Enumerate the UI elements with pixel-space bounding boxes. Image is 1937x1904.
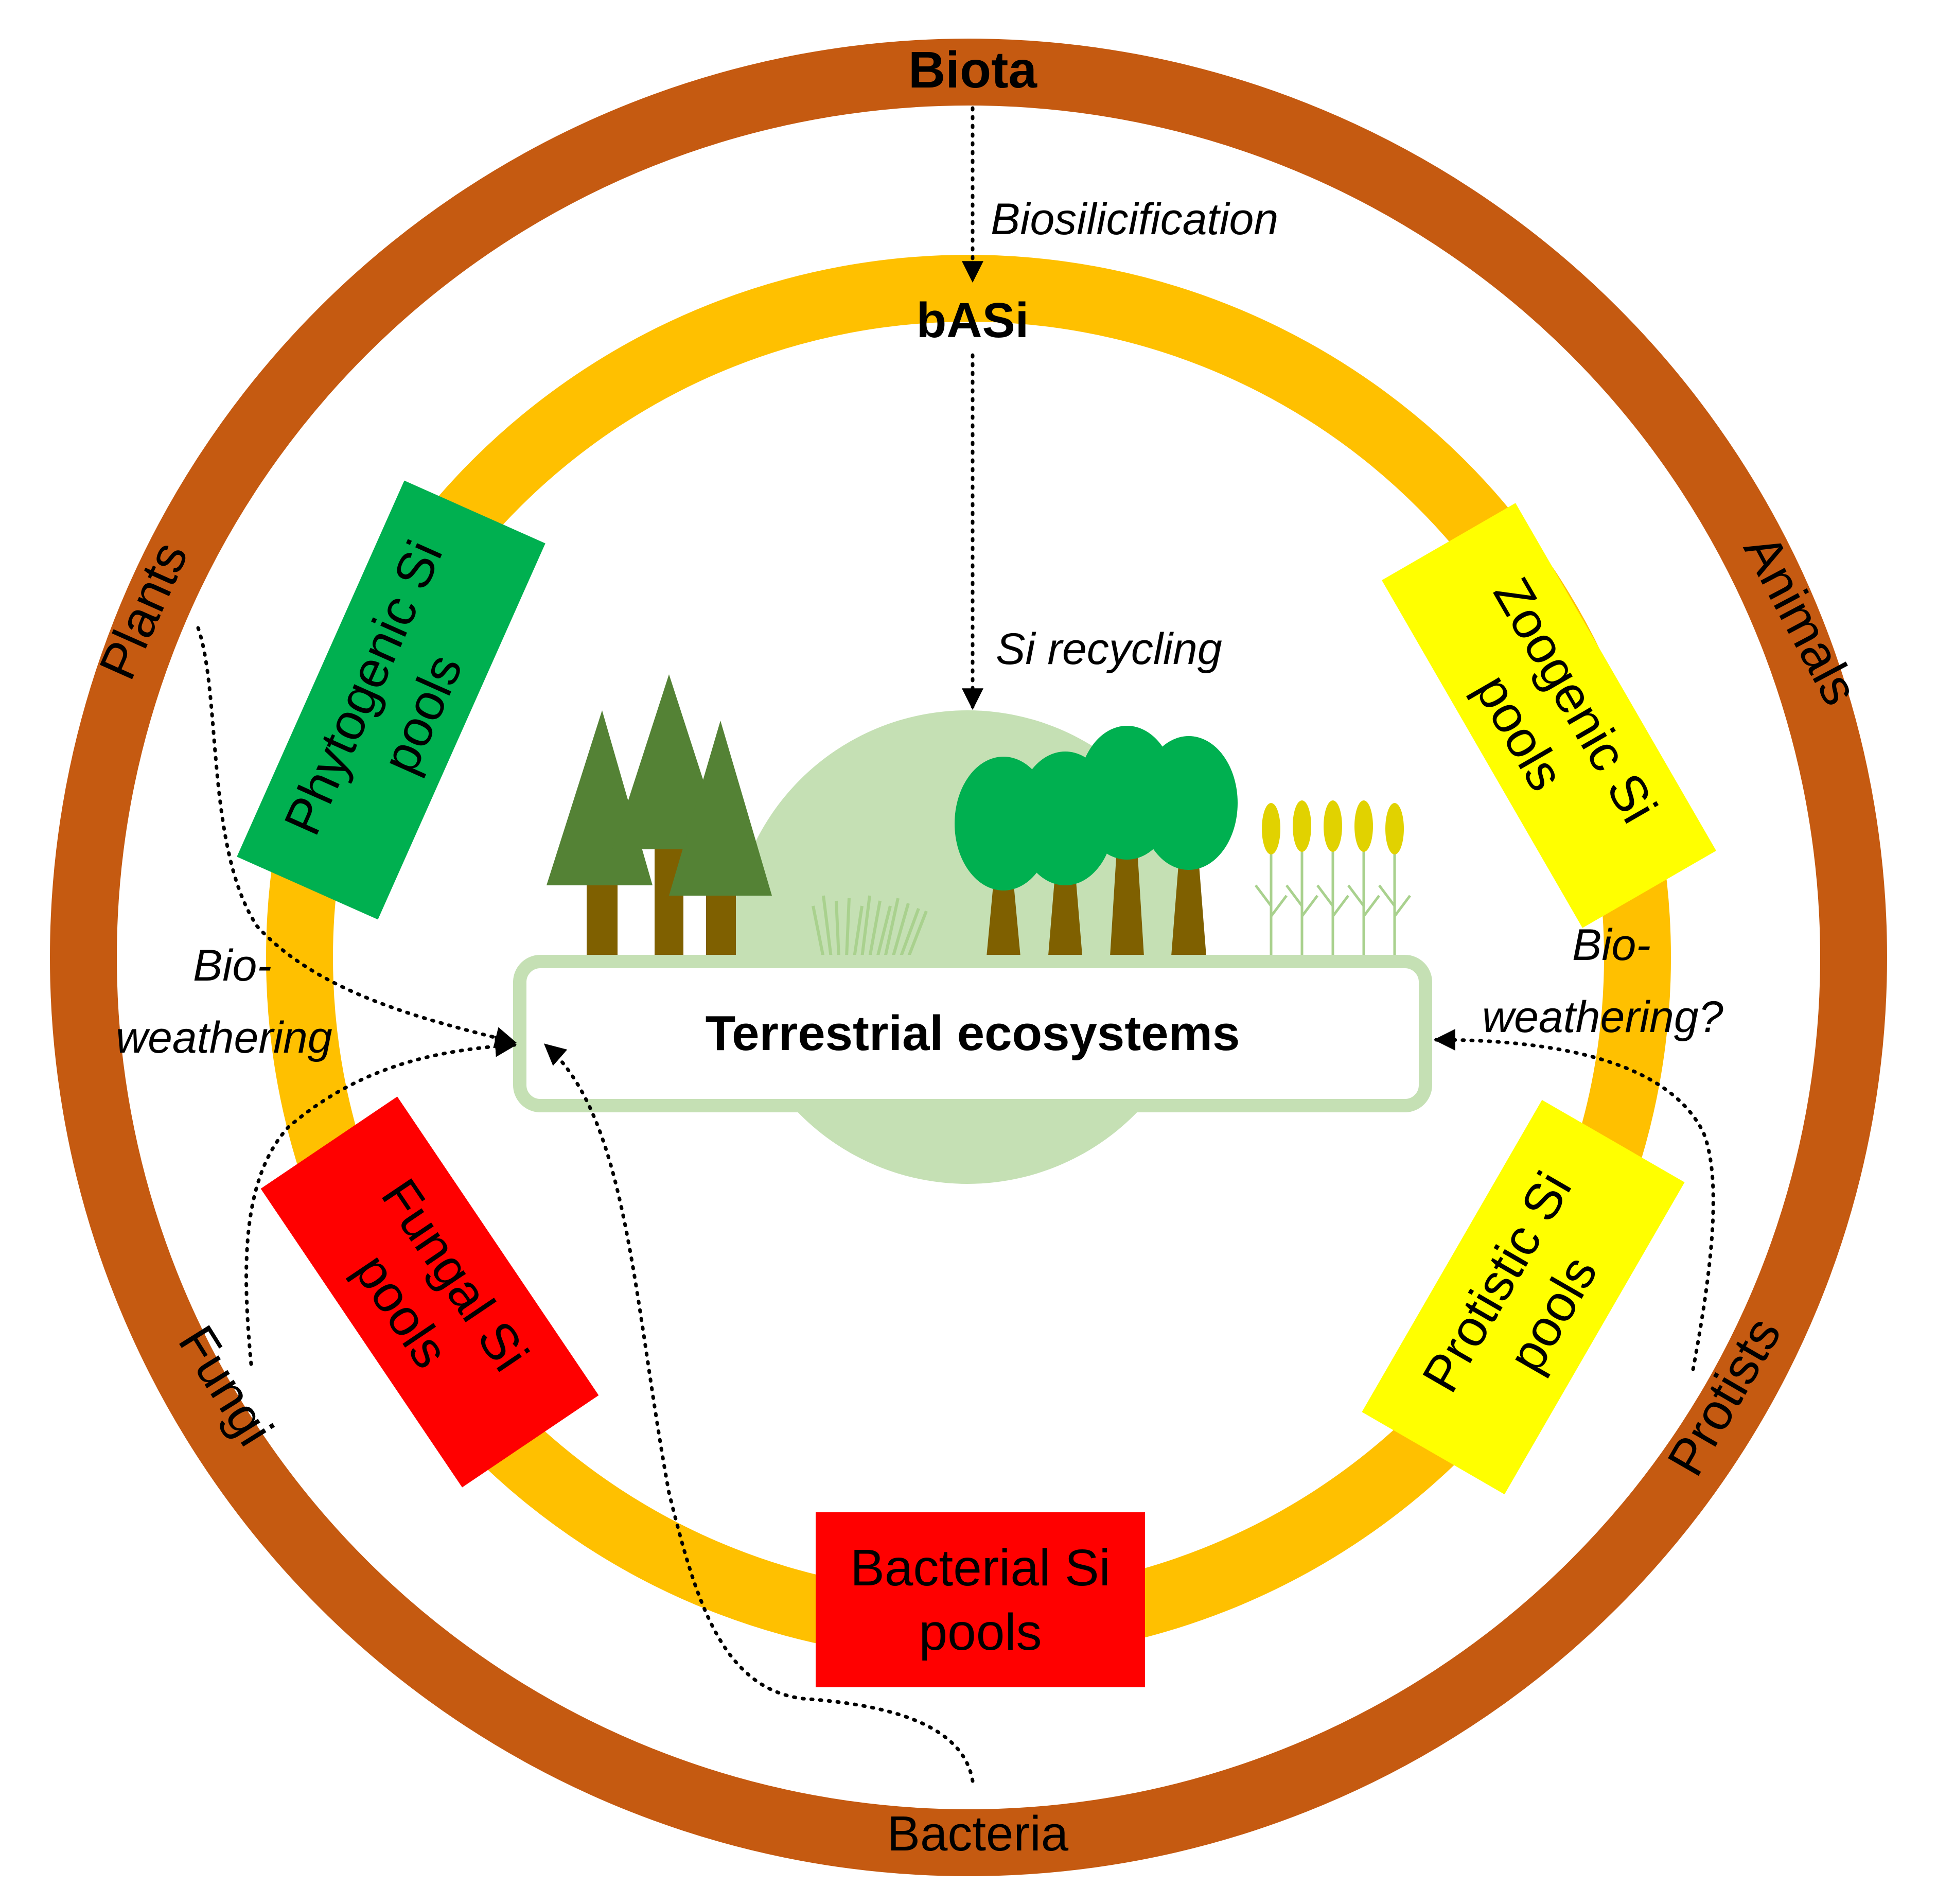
bacteria-label: Bacteria bbox=[887, 1806, 1069, 1861]
bioweathering-right-line2: weathering? bbox=[1482, 992, 1723, 1042]
biosilicification-label: Biosilicification bbox=[991, 195, 1278, 244]
biota-label: Biota bbox=[908, 41, 1037, 99]
protists-bioweathering-arrow bbox=[1433, 1029, 1715, 1371]
fungi-bioweathering-arrow bbox=[244, 1035, 517, 1366]
basi-label: bASi bbox=[917, 293, 1029, 348]
si-recycling-label: Si recycling bbox=[996, 624, 1222, 674]
zoogenic-si-pools: Zoogenic Si pools bbox=[1382, 503, 1716, 928]
svg-text:pools: pools bbox=[919, 1603, 1042, 1661]
fungal-si-pools: Fungal Si pools bbox=[260, 1096, 599, 1488]
plants-bioweathering-arrow bbox=[196, 626, 517, 1049]
bioweathering-left-line2: weathering bbox=[116, 1013, 332, 1062]
terrestrial-ecosystems-box bbox=[513, 955, 1432, 1112]
grain-crops-icon bbox=[1255, 800, 1411, 957]
biota-ring bbox=[50, 39, 1887, 1876]
grass-icon bbox=[812, 895, 928, 958]
broadleaf-trees-icon bbox=[955, 726, 1238, 973]
protistic-si-pools: Protistic Si pools bbox=[1362, 1099, 1685, 1495]
conifer-trees-icon bbox=[547, 674, 772, 957]
bacterial-si-pools: Bacterial Si pools bbox=[816, 1512, 1145, 1687]
phytogenic-si-pools: Phytogenic Si pools bbox=[237, 480, 545, 920]
bioweathering-left-line1: Bio- bbox=[193, 941, 272, 990]
bioweathering-right-line1: Bio- bbox=[1572, 920, 1651, 970]
terrestrial-ecosystems-label: Terrestrial ecosystems bbox=[706, 1006, 1240, 1061]
svg-text:Bacterial Si: Bacterial Si bbox=[850, 1539, 1111, 1597]
bacteria-bioweathering-arrow bbox=[543, 1043, 975, 1783]
flow-arrows bbox=[196, 106, 1715, 1783]
